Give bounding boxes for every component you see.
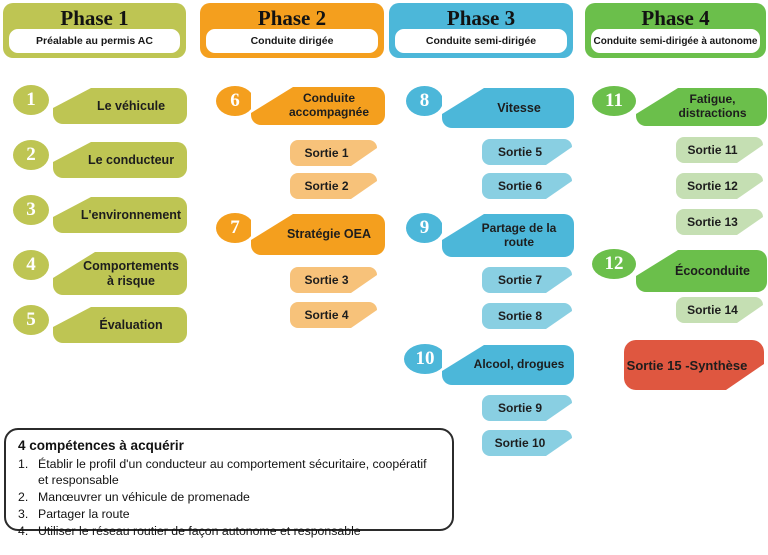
sortie-11: Sortie 11 [676,137,763,163]
competence-text: Utiliser le réseau routier de façon auto… [38,523,361,538]
topic-le-conducteur: Le conducteur [53,142,187,178]
phase-1-title: Phase 1 [60,6,129,30]
topic-label: Évaluation [99,317,163,332]
sortie-12: Sortie 12 [676,173,763,199]
topic-label: Le véhicule [96,98,166,113]
sortie-1: Sortie 1 [290,140,377,166]
sortie-13: Sortie 13 [676,209,763,235]
step-3-number: 3 [13,195,49,225]
topic-label: Vitesse [497,100,541,115]
competence-text: Partager la route [38,506,130,521]
step-10-number: 10 [404,344,446,374]
phase-4-header: Phase 4 Conduite semi-dirigée à autonome [585,3,766,58]
step-9-number: 9 [406,213,443,243]
topic-label: Conduite accompagnée [288,91,370,119]
competence-text: Établir le profil d'un conducteur au com… [38,457,427,487]
topic-label: Comportements à risque [83,259,179,288]
topic-conduite-accompagnee: Conduite accompagnée [251,87,385,125]
phase-2-subtitle: Conduite dirigée [205,28,379,54]
topic-evaluation: Évaluation [53,307,187,343]
step-5-number: 5 [13,305,49,335]
topic-label: Écoconduite [674,263,750,278]
step-7-number: 7 [216,213,254,243]
step-1-number: 1 [13,85,49,115]
topic-label: Fatigue, distractions [678,92,747,120]
topic-alcool-drogues: Alcool, drogues [442,345,574,385]
topic-strategie-oea: Stratégie OEA [251,214,385,255]
competence-item: 2. Manœuvrer un véhicule de promenade [18,490,440,506]
step-4-number: 4 [13,250,49,280]
sortie-8: Sortie 8 [482,303,572,329]
sortie-10: Sortie 10 [482,430,572,456]
competence-item: 4. Utiliser le réseau routier de façon a… [18,524,440,540]
topic-environnement: L'environnement [53,197,187,233]
competence-number: 4. [18,523,29,538]
competence-number: 1. [18,457,29,471]
topic-partage-de-la-route: Partage de la route [442,214,574,257]
topic-vitesse: Vitesse [442,88,574,128]
sortie-4: Sortie 4 [290,302,377,328]
phase-1-header: Phase 1 Préalable au permis AC [3,3,186,58]
sortie-6: Sortie 6 [482,173,572,199]
step-6-number: 6 [216,86,254,116]
phase-3-subtitle: Conduite semi-dirigée [394,28,568,54]
phase-3-header: Phase 3 Conduite semi-dirigée [389,3,573,58]
competences-box: 4 compétences à acquérir 1. Établir le p… [4,428,454,538]
competence-item: 1. Établir le profil d'un conducteur au … [18,457,440,489]
topic-le-vehicule: Le véhicule [53,88,187,124]
sortie-5: Sortie 5 [482,139,572,165]
sortie-3: Sortie 3 [290,267,377,293]
topic-label: Partage de la route [481,220,557,249]
topic-ecoconduite: Écoconduite [636,250,767,292]
phase-4-subtitle: Conduite semi-dirigée à autonome [590,28,761,54]
step-8-number: 8 [406,86,443,116]
sortie-2: Sortie 2 [290,173,377,199]
sortie-15-synthese: Sortie 15 -Synthèse [624,340,764,390]
phase-2-header: Phase 2 Conduite dirigée [200,3,384,58]
step-12-number: 12 [592,249,636,279]
topic-label: L'environnement [80,207,182,222]
competence-number: 2. [18,489,29,504]
competence-text: Manœuvrer un véhicule de promenade [38,489,250,504]
topic-fatigue-distractions: Fatigue, distractions [636,88,767,126]
phase-2-title: Phase 2 [257,6,327,30]
phase-4-title: Phase 4 [641,6,710,30]
topic-label: Alcool, drogues [473,357,565,372]
step-11-number: 11 [592,86,636,116]
competence-number: 3. [18,506,29,521]
phase-1-subtitle: Préalable au permis AC [8,28,181,54]
sortie-7: Sortie 7 [482,267,572,293]
topic-label: Stratégie OEA [286,227,372,242]
phase-3-title: Phase 3 [446,6,516,30]
topic-label: Le conducteur [87,152,175,167]
competence-item: 3. Partager la route [18,507,440,523]
sortie-9: Sortie 9 [482,395,572,421]
step-2-number: 2 [13,140,49,170]
topic-comportements-a-risque: Comportements à risque [53,252,187,295]
competences-title: 4 compétences à acquérir [18,438,184,453]
sortie-14: Sortie 14 [676,297,763,323]
